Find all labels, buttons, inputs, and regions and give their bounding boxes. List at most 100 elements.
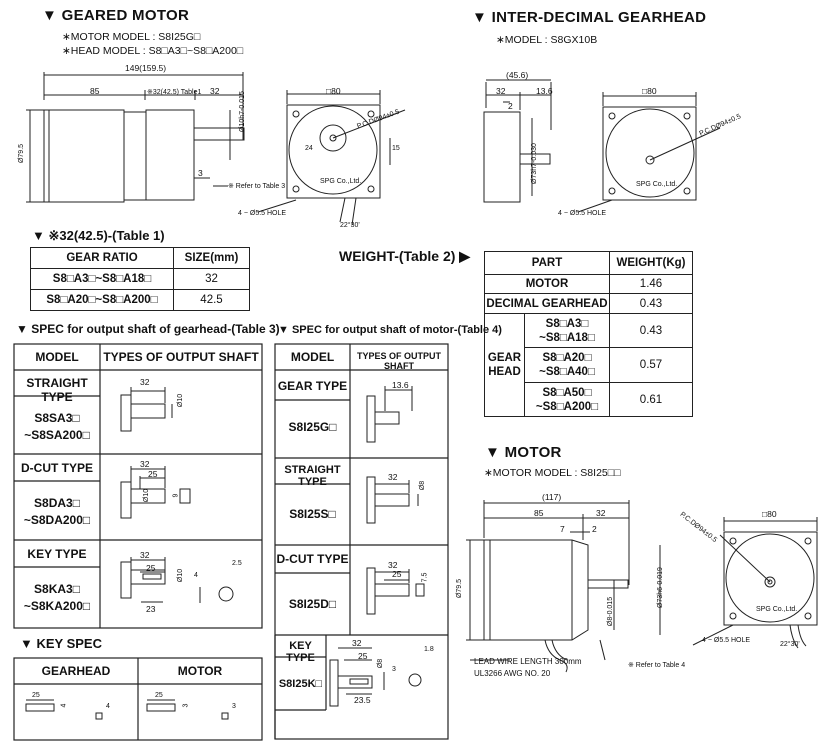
dim-angle: 22°30' bbox=[340, 222, 360, 229]
dim-dia-79-5: Ø79.5 bbox=[18, 143, 26, 164]
t3-straight-32: 32 bbox=[140, 377, 150, 387]
inter-model: ∗MODEL : S8GX10B bbox=[496, 34, 598, 46]
table2-row1-range: S8□A3□ ~S8□A18□ bbox=[524, 313, 610, 348]
t4-key-23-5: 23.5 bbox=[354, 695, 371, 705]
table1-row2-ratio: S8□A20□~S8□A200□ bbox=[30, 289, 174, 311]
inter-title: ▼ INTER-DECIMAL GEARHEAD bbox=[472, 9, 707, 26]
motor-dim-sq80: □80 bbox=[762, 509, 777, 519]
motor-dim-7: 7 bbox=[560, 524, 565, 534]
dim-15: 15 bbox=[392, 145, 400, 152]
keyspec-label: ▼ KEY SPEC bbox=[20, 636, 102, 651]
motor-dim-79-5: Ø79.5 bbox=[456, 578, 464, 599]
motor-dim-angle: 22°30' bbox=[780, 641, 800, 648]
keyspec-header-gearhead: GEARHEAD bbox=[41, 664, 111, 678]
t4-key-32: 32 bbox=[352, 638, 362, 648]
geared-head-model: ∗HEAD MODEL : S8□A3□~S8□A200□ bbox=[62, 45, 244, 57]
table3-key-model: S8KA3□ ~S8KA200□ bbox=[23, 582, 91, 613]
table4-header-model: MODEL bbox=[290, 350, 335, 364]
t4-straight-dia: Ø8 bbox=[419, 480, 427, 491]
motor-model: ∗MOTOR MODEL : S8I25□□ bbox=[484, 467, 621, 479]
t3-key-2-5: 2.5 bbox=[232, 560, 242, 567]
t3-straight-dia: Ø10 bbox=[177, 393, 185, 408]
t4-key-dia: Ø8 bbox=[377, 658, 385, 669]
table3-key-type: KEY TYPE bbox=[27, 547, 87, 561]
dim-hole: 4 − Ø5.5 HOLE bbox=[238, 210, 287, 217]
t4-key-25: 25 bbox=[358, 651, 368, 661]
t3-dcut-9: 9 bbox=[172, 493, 180, 498]
table4-key-model: S8I25K□ bbox=[278, 678, 323, 690]
t3-key-dia: Ø10 bbox=[177, 568, 185, 583]
table2-motor-weight: 1.46 bbox=[609, 274, 693, 294]
table2-label: WEIGHT-(Table 2) ▶ bbox=[339, 248, 471, 264]
t3-dcut-32: 32 bbox=[140, 459, 150, 469]
t3-dcut-dia: Ø10 bbox=[143, 488, 151, 503]
geared-motor-title: ▼ GEARED MOTOR bbox=[42, 7, 190, 24]
t3-key-25: 25 bbox=[146, 563, 156, 573]
t4-dcut-32: 32 bbox=[388, 560, 398, 570]
table3-header-model: MODEL bbox=[35, 350, 79, 364]
keyspec-mt-3b: 3 bbox=[232, 703, 236, 710]
table4-label: ▼ SPEC for output shaft of motor-(Table … bbox=[278, 324, 502, 336]
motor-title: ▼ MOTOR bbox=[485, 444, 562, 461]
table3-straight-type: STRAIGHT TYPE bbox=[26, 376, 88, 404]
t4-straight-32: 32 bbox=[388, 472, 398, 482]
dim-32: 32 bbox=[210, 86, 220, 96]
table1-row1-size: 32 bbox=[173, 268, 250, 290]
inter-dim-32: 32 bbox=[496, 86, 506, 96]
table1-row1-ratio: S8□A3□~S8□A18□ bbox=[30, 268, 174, 290]
table4-dcut-model: S8I25D□ bbox=[288, 597, 337, 611]
dim-total: 149(159.5) bbox=[125, 63, 167, 73]
motor-lead-wire: LEAD WIRE LENGTH 300mm bbox=[474, 657, 582, 666]
keyspec-gh-25: 25 bbox=[32, 692, 40, 699]
table4-header-types: TYPES OF OUTPUT SHAFT bbox=[356, 351, 441, 371]
t4-dcut-25: 25 bbox=[392, 569, 402, 579]
t4-dcut-7-5: 7.5 bbox=[421, 572, 429, 583]
table3-dcut-model: S8DA3□ ~S8DA200□ bbox=[23, 496, 91, 527]
motor-ul: UL3266 AWG NO. 20 bbox=[474, 669, 551, 678]
table2-header-weight: WEIGHT(Kg) bbox=[609, 251, 693, 275]
inter-dim-sq80: □80 bbox=[642, 86, 657, 96]
motor-dim-2: 2 bbox=[592, 524, 597, 534]
t3-dcut-25: 25 bbox=[148, 469, 158, 479]
t3-key-32: 32 bbox=[140, 550, 150, 560]
t4-key-1-8: 1.8 bbox=[424, 646, 434, 653]
table1-header-size: SIZE(mm) bbox=[173, 247, 250, 269]
keyspec-mt-25: 25 bbox=[155, 692, 163, 699]
inter-dim-total: (45.6) bbox=[506, 70, 529, 80]
refer-table3: ※ Refer to Table 3 bbox=[228, 183, 286, 190]
table4-gear-model: S8I25G□ bbox=[288, 420, 337, 434]
table2-row3-weight: 0.61 bbox=[609, 382, 693, 417]
table3-straight-model: S8SA3□ ~S8SA200□ bbox=[24, 411, 90, 442]
table2-row3-range: S8□A50□ ~S8□A200□ bbox=[524, 382, 610, 417]
dim-85: 85 bbox=[90, 86, 100, 96]
motor-refer-table4: ※ Refer to Table 4 bbox=[628, 662, 686, 669]
geared-motor-model: ∗MOTOR MODEL : S8I25G□ bbox=[62, 31, 201, 43]
inter-dim-shaft: Ø73h7-0.030 bbox=[530, 143, 538, 184]
table4-straight-model: S8I25S□ bbox=[289, 507, 336, 521]
table1-label: ▼ ※32(42.5)-(Table 1) bbox=[32, 228, 165, 243]
table2-decimal-weight: 0.43 bbox=[609, 293, 693, 314]
dim-3: 3 bbox=[198, 168, 203, 178]
keyspec-mt-3: 3 bbox=[182, 703, 190, 708]
t4-gear-13-6: 13.6 bbox=[392, 380, 409, 390]
table4-gear-type: GEAR TYPE bbox=[277, 379, 348, 393]
dim-sq80: □80 bbox=[326, 86, 341, 96]
table3-header-types: TYPES OF OUTPUT SHAFT bbox=[103, 350, 259, 364]
inter-brand: SPG Co.,Ltd. bbox=[636, 181, 678, 188]
t4-key-3: 3 bbox=[392, 666, 396, 673]
keyspec-gh-4: 4 bbox=[60, 703, 68, 708]
table1-header-ratio: GEAR RATIO bbox=[30, 247, 174, 269]
motor-dim-117: (117) bbox=[542, 492, 562, 502]
table2-row2-range: S8□A20□ ~S8□A40□ bbox=[524, 347, 610, 383]
motor-dim-85: 85 bbox=[534, 508, 544, 518]
table2-decimal: DECIMAL GEARHEAD bbox=[484, 293, 610, 314]
keyspec-header-motor: MOTOR bbox=[177, 664, 223, 678]
table1-row2-size: 42.5 bbox=[173, 289, 250, 311]
t3-key-23: 23 bbox=[146, 604, 156, 614]
table2-row2-weight: 0.57 bbox=[609, 347, 693, 383]
inter-dim-2: 2 bbox=[508, 101, 513, 111]
table3-label: ▼ SPEC for output shaft of gearhead-(Tab… bbox=[16, 322, 280, 336]
keyspec-gh-4b: 4 bbox=[106, 703, 110, 710]
t3-key-4: 4 bbox=[194, 572, 198, 579]
